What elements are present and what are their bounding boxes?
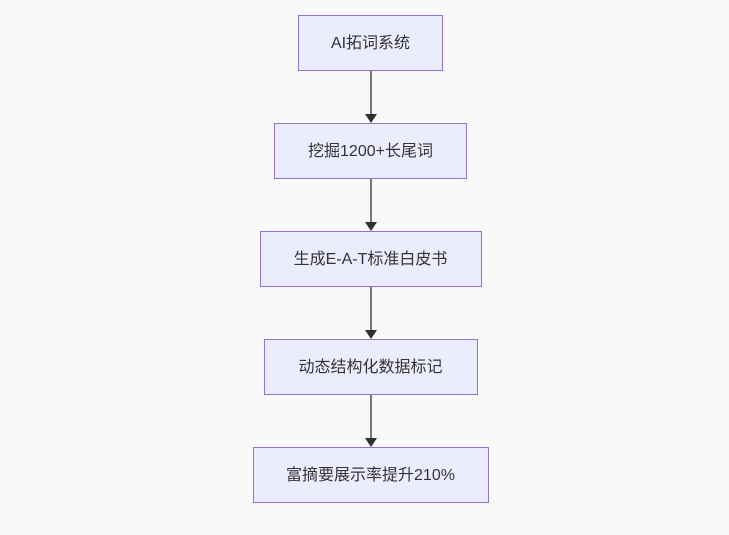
edge-line [369,179,372,223]
arrow-down-icon [364,438,377,447]
flow-edge-2 [364,179,377,231]
flow-node-label: 动态结构化数据标记 [298,358,443,376]
flow-node-longtail-keyword-mining: 挖掘1200+长尾词 [274,123,467,179]
arrow-down-icon [364,222,377,231]
flowchart: AI拓词系统 挖掘1200+长尾词 生成E-A-T标准白皮书 动态结构化数据标记… [6,15,729,503]
flow-node-ai-word-expansion-system: AI拓词系统 [298,15,443,71]
flow-node-dynamic-structured-data-markup: 动态结构化数据标记 [263,339,478,395]
flow-edge-1 [364,71,377,123]
flow-node-label: AI拓词系统 [330,34,411,52]
arrow-down-icon [364,114,377,123]
flow-node-label: 生成E-A-T标准白皮书 [293,250,448,268]
flow-edge-4 [364,395,377,447]
flow-node-label: 富摘要展示率提升210% [286,466,455,484]
edge-line [369,287,372,331]
flow-node-eat-whitepaper-generation: 生成E-A-T标准白皮书 [259,231,482,287]
flow-node-label: 挖掘1200+长尾词 [308,142,433,160]
edge-line [369,395,372,439]
flow-edge-3 [364,287,377,339]
flow-node-rich-snippet-rate-result: 富摘要展示率提升210% [252,447,489,503]
arrow-down-icon [364,330,377,339]
edge-line [369,71,372,115]
